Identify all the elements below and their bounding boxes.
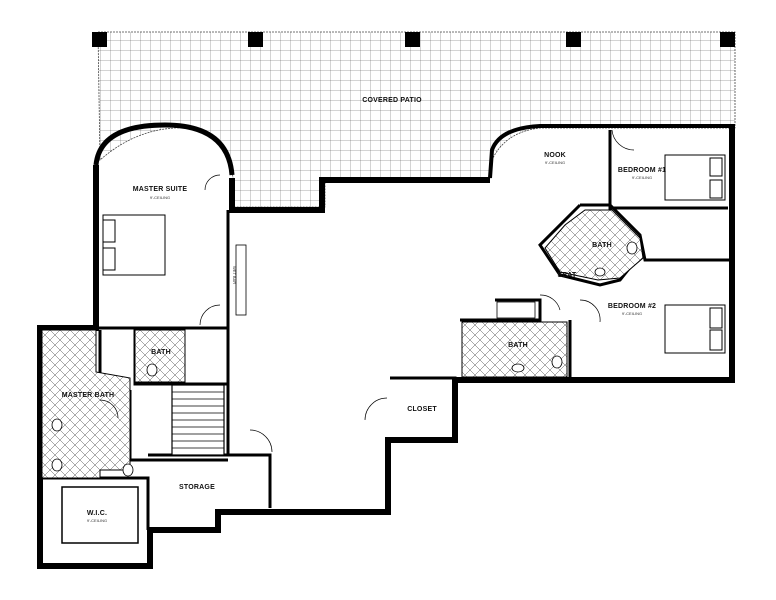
master-suite-ceiling: 9'-CEILING	[150, 195, 170, 200]
column	[720, 32, 735, 47]
covered-patio-area	[92, 31, 736, 208]
wet-bar-label: WET BAR	[232, 266, 237, 284]
door-swing[interactable]	[204, 174, 221, 191]
toilet-icon	[626, 241, 638, 255]
wet-bar-counter	[235, 244, 247, 316]
bedroom1-bath-floor	[544, 209, 644, 281]
closet-door[interactable]	[364, 397, 388, 421]
stairs	[171, 384, 225, 456]
master-bath-label: MASTER BATH	[62, 392, 115, 399]
wic-outline	[61, 486, 139, 544]
wic-label: W.I.C.	[87, 510, 107, 517]
nook-label: NOOK	[544, 152, 566, 159]
small-bath-label: BATH	[151, 349, 171, 356]
door-swing[interactable]	[539, 294, 561, 311]
master-suite-label: MASTER SUITE	[133, 186, 188, 193]
bedroom1-label: BEDROOM #1	[618, 167, 666, 174]
column	[566, 32, 581, 47]
toilet-icon	[551, 355, 563, 369]
sink-icon	[594, 267, 606, 277]
bathtub-icon	[496, 301, 536, 319]
bedroom1-ceiling: 9'-CEILING	[632, 175, 652, 180]
door-swing[interactable]	[199, 304, 221, 326]
covered-patio-label: COVERED PATIO	[362, 97, 422, 104]
toilet-icon	[122, 463, 134, 477]
sink-icon	[51, 458, 63, 472]
seat-label: SEAT	[558, 272, 577, 279]
column	[248, 32, 263, 47]
small-bath-floor	[134, 329, 186, 383]
storage-label: STORAGE	[179, 484, 215, 491]
bath2-label: BATH	[508, 342, 528, 349]
wic-ceiling: 9'-CEILING	[87, 518, 107, 523]
column	[405, 32, 420, 47]
door-swing[interactable]	[99, 399, 119, 419]
bedroom1-bed	[664, 154, 726, 201]
door-swing[interactable]	[579, 299, 601, 323]
bath1-label: BATH	[592, 242, 612, 249]
door-swing[interactable]	[249, 429, 273, 453]
sink-icon	[511, 363, 525, 373]
closet-label: CLOSET	[407, 406, 437, 413]
bedroom2-bed	[664, 304, 726, 354]
bedroom2-label: BEDROOM #2	[608, 303, 656, 310]
nook-ceiling: 9'-CEILING	[545, 160, 565, 165]
column	[92, 32, 107, 47]
master-bath-floor	[41, 329, 131, 479]
sink-icon	[51, 418, 63, 432]
toilet-icon	[146, 363, 158, 377]
master-bed	[102, 214, 166, 276]
bedroom2-ceiling: 9'-CEILING	[622, 311, 642, 316]
room-labels: COVERED PATIO MASTER SUITE 9'-CEILING NO…	[62, 97, 666, 523]
door-swing[interactable]	[611, 129, 635, 151]
